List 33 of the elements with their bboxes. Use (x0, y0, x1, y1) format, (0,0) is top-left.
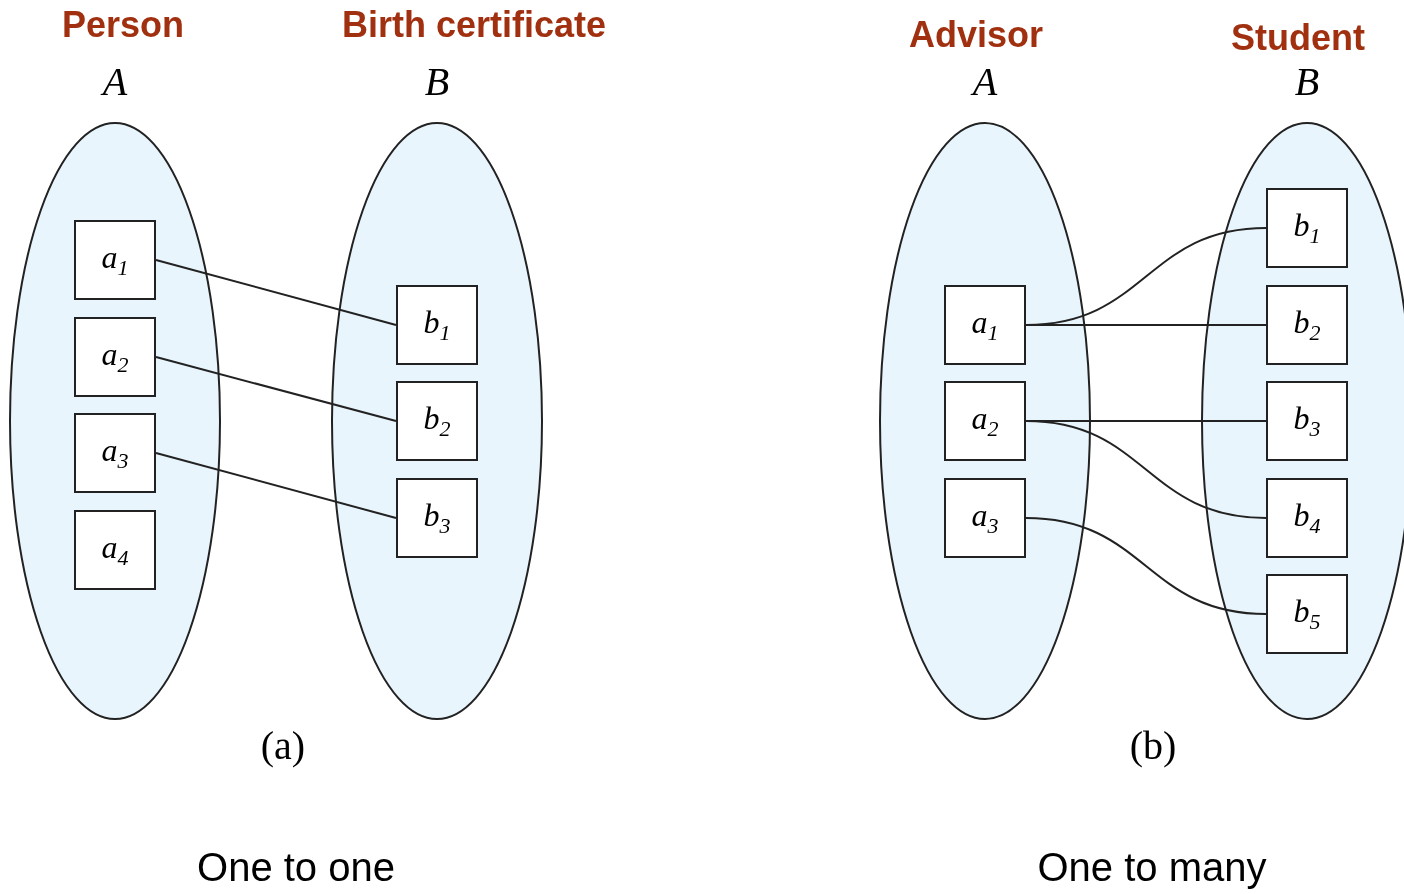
relationship-line (155, 259, 397, 326)
relationship-line (1025, 517, 1267, 615)
entity-box: b$_{1}$ (1266, 188, 1348, 268)
set-name: A (972, 62, 998, 102)
entity-box: a$_{2}$ (944, 381, 1026, 461)
entity-box: a$_{3}$ (944, 478, 1026, 558)
entity-box: b$_{5}$ (1266, 574, 1348, 654)
panel-label: (b) (1129, 722, 1177, 769)
set-heading: Birth certificate (341, 4, 607, 46)
set-name: A (102, 62, 128, 102)
entity-box: b$_{3}$ (396, 478, 478, 558)
entity-box: b$_{3}$ (1266, 381, 1348, 461)
caption: One to many (1037, 845, 1267, 890)
set-heading: Person (62, 4, 184, 46)
entity-box: b$_{2}$ (1266, 285, 1348, 365)
entity-box: b$_{1}$ (396, 285, 478, 365)
entity-box: b$_{4}$ (1266, 478, 1348, 558)
caption: One to one (197, 845, 395, 890)
relationship-line (1025, 420, 1267, 519)
relationship-line (155, 356, 397, 422)
entity-box: a$_{1}$ (74, 220, 156, 300)
set-name: B (1294, 62, 1320, 102)
set-name: B (424, 62, 450, 102)
entity-box: a$_{2}$ (74, 317, 156, 397)
entity-box: a$_{1}$ (944, 285, 1026, 365)
entity-box: a$_{3}$ (74, 413, 156, 493)
relationship-line (155, 452, 397, 519)
panel-label: (a) (260, 722, 306, 769)
set-heading: Advisor (909, 14, 1043, 56)
entity-box: b$_{2}$ (396, 381, 478, 461)
relationship-line (1025, 324, 1267, 326)
set-heading: Student (1231, 17, 1365, 59)
entity-box: a$_{4}$ (74, 510, 156, 590)
